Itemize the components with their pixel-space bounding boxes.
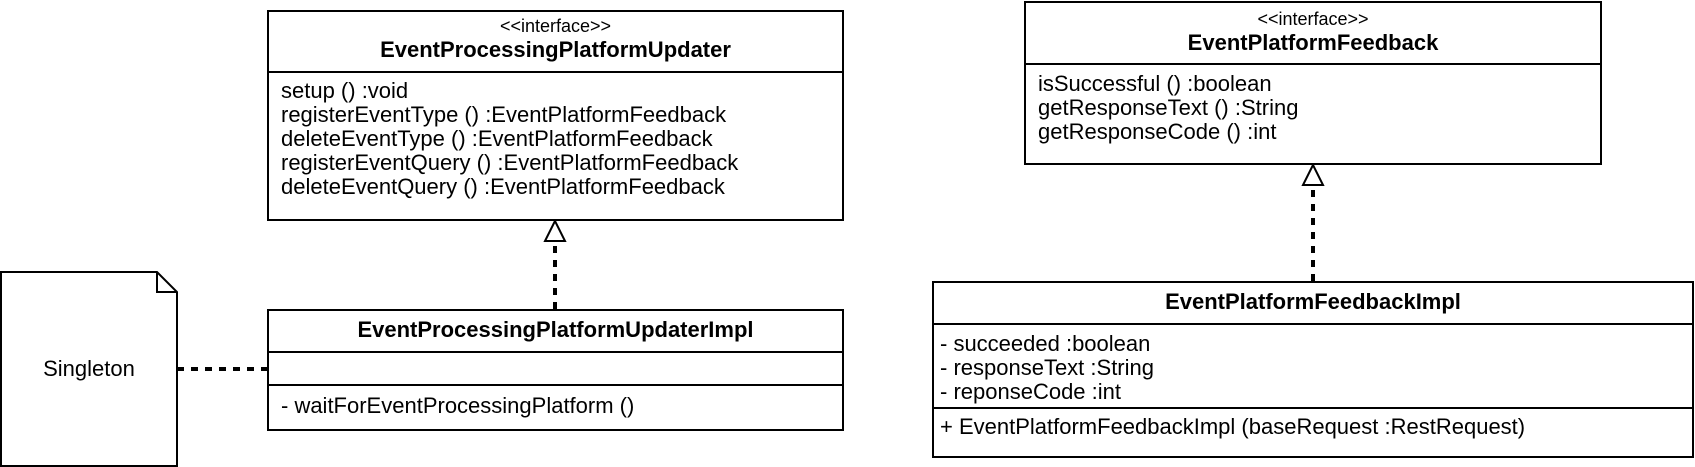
class-header: <<interface>> EventPlatformFeedback (1026, 3, 1600, 63)
stereotype-label: <<interface>> (1257, 9, 1369, 29)
class-header: EventProcessingPlatformUpdaterImpl (269, 311, 842, 351)
operation: isSuccessful () :boolean (1038, 71, 1272, 96)
operation: getResponseCode () :int (1038, 119, 1277, 144)
class-name: EventProcessingPlatformUpdater (380, 37, 731, 62)
realization-updater-arrowhead (543, 218, 567, 242)
operations-compartment: - waitForEventProcessingPlatform () (269, 384, 842, 418)
singleton-note-label: Singleton (43, 356, 135, 381)
realization-feedback-arrowhead (1301, 162, 1325, 186)
class-name: EventPlatformFeedbackImpl (1165, 289, 1461, 314)
class-name: EventProcessingPlatformUpdaterImpl (357, 317, 754, 342)
class-event-processing-platform-updater: <<interface>> EventProcessingPlatformUpd… (267, 10, 844, 221)
class-name: EventPlatformFeedback (1187, 30, 1439, 55)
operations-compartment: setup () :void registerEventType () :Eve… (269, 71, 842, 199)
operation: getResponseText () :String (1038, 95, 1299, 120)
singleton-note-shape (0, 271, 178, 467)
operations-compartment: isSuccessful () :boolean getResponseText… (1026, 63, 1600, 144)
stereotype-label: <<interface>> (499, 16, 612, 36)
class-event-platform-feedback-impl: EventPlatformFeedbackImpl - succeeded :b… (932, 281, 1694, 458)
operation: deleteEventType () :EventPlatformFeedbac… (281, 126, 713, 151)
class-event-platform-feedback: <<interface>> EventPlatformFeedback isSu… (1024, 1, 1602, 165)
operation: setup () :void (281, 78, 409, 103)
note-fold-icon (156, 272, 177, 293)
attribute: - responseText :String (940, 355, 1154, 380)
operation: registerEventQuery () :EventPlatformFeed… (281, 150, 739, 175)
attribute: - reponseCode :int (940, 379, 1121, 404)
attributes-compartment (269, 351, 842, 384)
attributes-compartment: - succeeded :boolean - responseText :Str… (934, 323, 1692, 407)
operation: registerEventType () :EventPlatformFeedb… (281, 102, 727, 127)
operation: deleteEventQuery () :EventPlatformFeedba… (281, 174, 725, 199)
class-header: <<interface>> EventProcessingPlatformUpd… (269, 12, 842, 71)
operation: - waitForEventProcessingPlatform () (281, 393, 635, 418)
operation: + EventPlatformFeedbackImpl (baseRequest… (940, 414, 1526, 439)
operations-compartment: + EventPlatformFeedbackImpl (baseRequest… (934, 407, 1692, 439)
class-header: EventPlatformFeedbackImpl (934, 283, 1692, 323)
class-event-processing-platform-updater-impl: EventProcessingPlatformUpdaterImpl - wai… (267, 309, 844, 431)
attribute: - succeeded :boolean (940, 331, 1151, 356)
